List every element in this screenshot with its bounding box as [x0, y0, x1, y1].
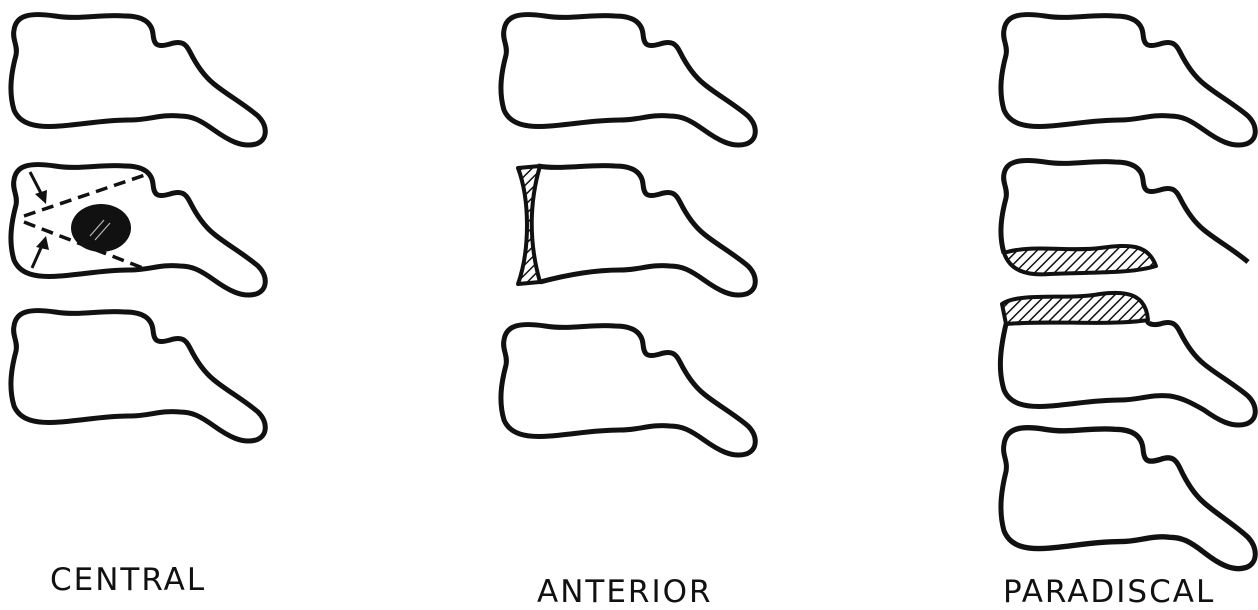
caption-anterior: ANTERIOR [537, 574, 713, 610]
vertebra-middle [11, 165, 265, 296]
caption-central: CENTRAL [50, 562, 206, 598]
arrow-down [30, 172, 47, 204]
anterior-panel [501, 15, 755, 456]
paradiscal-panel [1000, 15, 1255, 569]
paradiscal-lesion-lower [1002, 293, 1148, 324]
vertebra-1 [1001, 15, 1255, 146]
central-lesion [24, 172, 148, 270]
anterior-lesion [518, 166, 540, 284]
lesion-dot [71, 204, 131, 252]
vertebra-lower [11, 311, 265, 442]
vertebra-4 [1001, 428, 1255, 569]
vertebra-3 [1000, 320, 1255, 425]
arrow-up [32, 236, 49, 268]
paradiscal-lesion-upper [1004, 246, 1156, 274]
caption-paradiscal: PARADISCAL [1003, 574, 1215, 610]
vertebra-lower [501, 325, 755, 456]
vertebra-upper [11, 15, 265, 146]
vertebra-upper [501, 15, 755, 146]
central-panel [11, 15, 265, 442]
vertebra-middle [538, 166, 755, 295]
